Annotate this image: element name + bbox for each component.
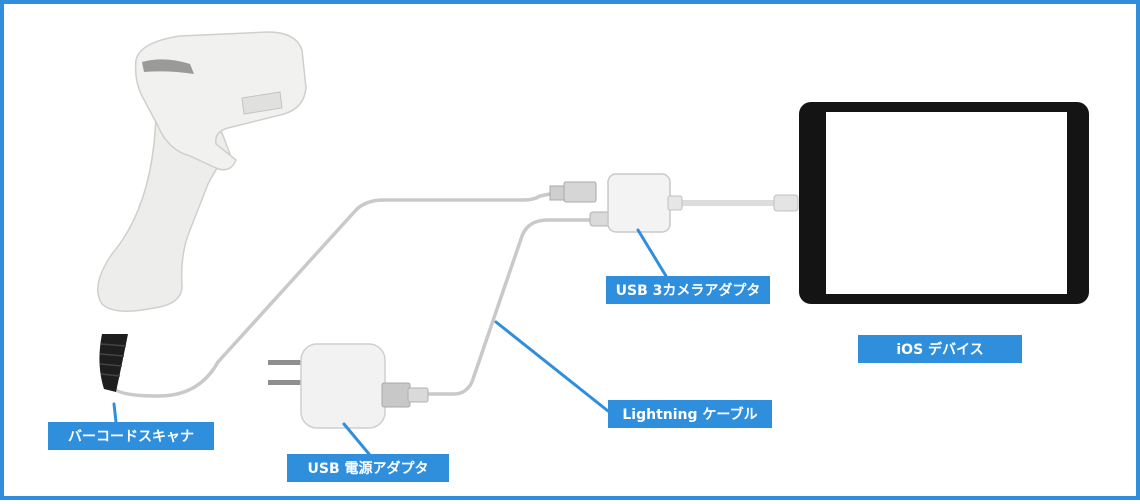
lightning-cable-line — [427, 218, 598, 396]
connection-diagram — [97, 31, 1089, 456]
callout-power-adapter — [342, 422, 371, 456]
power-adapter-label: USB 電源アダプタ — [287, 454, 449, 482]
ios-device-label: iOS デバイス — [858, 335, 1022, 363]
scanner-label: バーコードスキャナ — [48, 422, 214, 450]
barcode-scanner-icon — [97, 31, 307, 392]
lightning-cable-label: Lightning ケーブル — [608, 400, 772, 428]
camera-adapter-label: USB 3カメラアダプタ — [606, 276, 770, 304]
callout-camera-adapter — [636, 228, 668, 278]
callout-lightning-cable — [494, 320, 610, 413]
usb-power-adapter-icon — [268, 343, 429, 429]
tablet-icon — [773, 102, 1089, 304]
callout-scanner — [112, 402, 118, 424]
scanner-usb-cable — [110, 190, 562, 398]
usb-camera-adapter-icon — [549, 173, 683, 233]
